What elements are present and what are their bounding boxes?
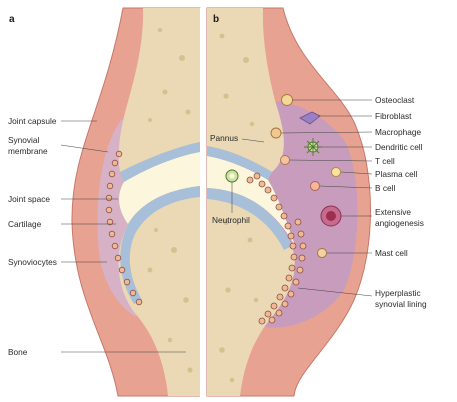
label-joint-capsule: Joint capsule [8,116,57,126]
mast-cell [317,248,327,258]
label-dendritic-cell: Dendritic cell [375,142,423,152]
angiogenesis-vessel [320,205,342,227]
label-cartilage: Cartilage [8,219,42,229]
label-fibroblast: Fibroblast [375,111,412,121]
label-bone: Bone [8,347,28,357]
bone-pores-left [147,27,193,373]
label-joint-space: Joint space [8,194,50,204]
panel-b-arthritic-joint [206,7,371,397]
label-extensive-angiogenesis-1: Extensive [375,207,411,217]
lower-cartilage-left [120,186,200,304]
dendritic-cell [304,138,322,156]
label-osteoclast: Osteoclast [375,95,415,105]
label-b-cell: B cell [375,183,395,193]
synoviocyte-cells [105,150,143,306]
b-cell [310,181,320,191]
lower-bone-left [118,186,200,396]
bone-pores-right [219,33,259,383]
leader-lines [60,99,373,353]
label-synoviocytes: Synoviocytes [8,257,57,267]
t-cell [280,155,290,165]
label-synovial-membrane-2: membrane [8,146,48,156]
panel-divider [200,8,207,398]
label-plasma-cell: Plasma cell [375,169,418,179]
plasma-cell [331,167,341,177]
joint-space-left [119,152,200,224]
label-macrophage: Macrophage [375,127,422,137]
upper-bone-left [118,8,200,172]
hyperplastic-lining-cells [246,172,307,325]
panel-label-b: b [213,14,219,25]
neutrophil-cell [225,169,239,183]
label-pannus: Pannus [210,133,238,143]
label-mast-cell: Mast cell [375,248,408,258]
lower-cartilage-right [207,188,292,250]
upper-cartilage-right [207,146,272,180]
osteoclast-cell [281,94,293,106]
label-synovial-membrane-1: Synovial [8,135,40,145]
panel-a-healthy-joint [71,7,201,397]
label-hyperplastic-lining-1: Hyperplastic [375,288,421,298]
label-neutrophil: Neutrophil [212,215,250,225]
macrophage-cell [270,127,282,139]
panel-label-a: a [9,14,15,25]
upper-cartilage-left [120,142,200,182]
label-extensive-angiogenesis-2: angiogenesis [375,218,424,228]
upper-bone-right [207,8,284,172]
lower-bone-right [207,188,295,396]
label-hyperplastic-lining-2: synovial lining [375,299,427,309]
label-t-cell: T cell [375,156,395,166]
